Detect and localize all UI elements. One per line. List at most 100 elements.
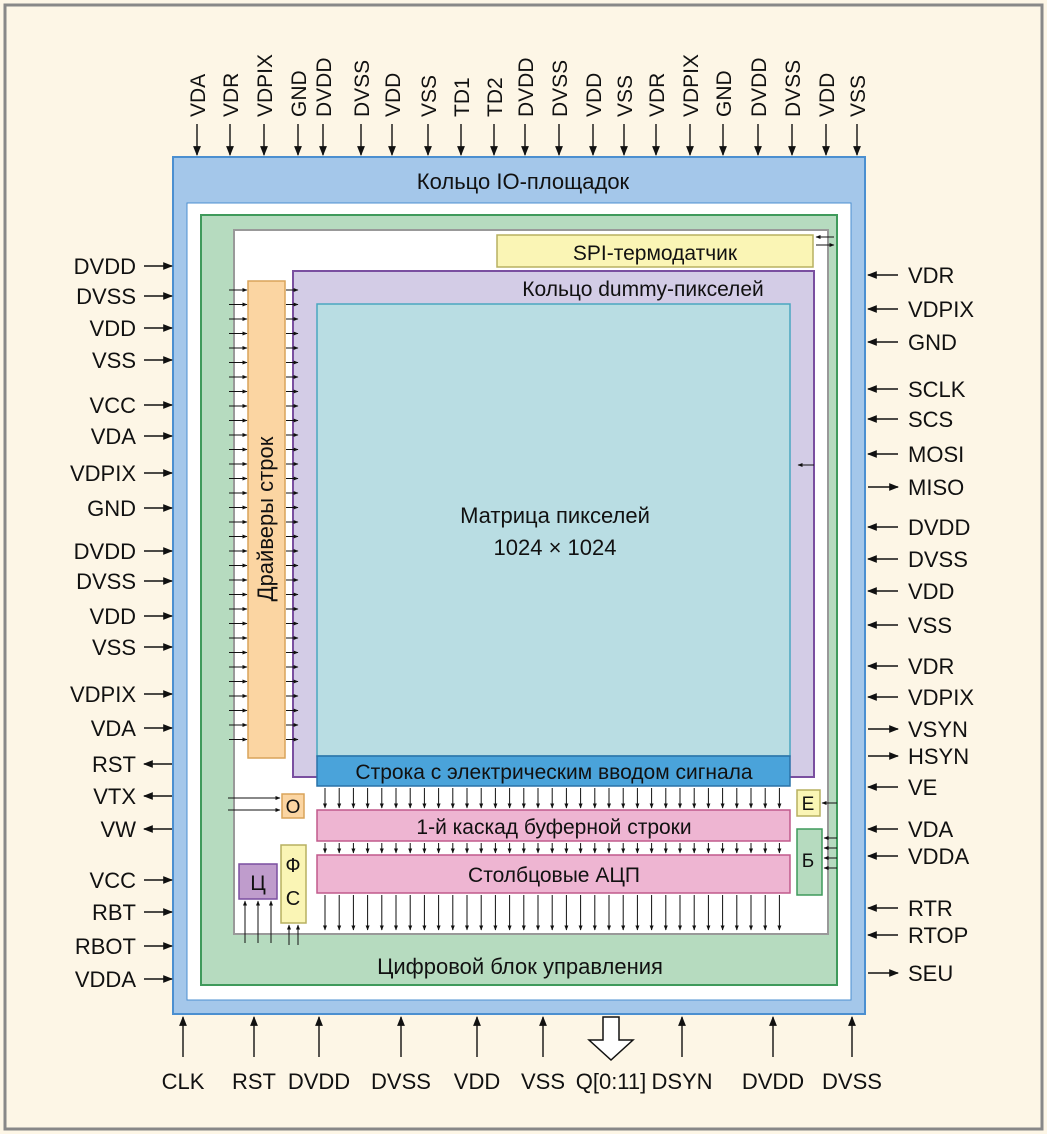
- top-pin-label-vdr: VDR: [220, 73, 243, 117]
- left-pin-label-vdd: VDD: [90, 316, 136, 341]
- row-driver-arrows: [229, 288, 299, 742]
- right-pin-label-vda: VDA: [908, 817, 954, 842]
- left-pin-label-vcc: VCC: [90, 868, 137, 893]
- bottom-pin-label-q-0-11: Q[0:11]: [576, 1069, 647, 1094]
- electrical-input-row: [316, 755, 791, 787]
- bottom-pin-label-rst: RST: [232, 1069, 276, 1094]
- right-pin-label-dvdd: DVDD: [908, 515, 970, 540]
- column-arrows-upper: [323, 788, 782, 809]
- right-pin-label-mosi: MOSI: [908, 442, 964, 467]
- right-pin-label-seu: SEU: [908, 961, 953, 986]
- b-block-label: Б: [802, 851, 814, 872]
- right-pin-label-sclk: SCLK: [908, 377, 966, 402]
- left-pin-label-vw: VW: [101, 817, 137, 842]
- bottom-pin-label-dvdd: DVDD: [742, 1069, 804, 1094]
- top-pin-label-vdd: VDD: [583, 73, 606, 117]
- bottom-pin-label-dvss: DVSS: [371, 1069, 431, 1094]
- column-adc-label: Столбцовые АЦП: [468, 864, 640, 887]
- left-pin-label-dvss: DVSS: [76, 284, 136, 309]
- spi-thermosensor-label: SPI-термодатчик: [573, 242, 738, 265]
- left-pins: DVDDDVSSVDDVSSVCCVDAVDPIXGNDDVDDDVSSVDDV…: [70, 254, 173, 992]
- fs-block-label-1: Ф: [285, 855, 300, 877]
- digital-control-label: Цифровой блок управления: [377, 954, 663, 979]
- top-pin-label-dvss: DVSS: [549, 60, 572, 117]
- bus-output-arrow: [587, 1016, 635, 1062]
- right-pin-label-dvss: DVSS: [908, 547, 968, 572]
- top-pin-label-dvdd: DVDD: [313, 57, 336, 117]
- right-pin-label-vdd: VDD: [908, 579, 954, 604]
- top-pin-label-vdpix: VDPIX: [254, 54, 277, 117]
- bottom-pin-label-dvdd: DVDD: [288, 1069, 350, 1094]
- left-pin-label-vdpix: VDPIX: [70, 682, 136, 707]
- buffer-row-stage1: [316, 809, 791, 842]
- right-pin-label-vdr: VDR: [908, 263, 954, 288]
- left-pin-label-rbot: RBOT: [75, 934, 136, 959]
- top-pin-label-dvss: DVSS: [782, 60, 805, 117]
- dummy-pixel-ring-label: Кольцо dummy-пикселей: [522, 278, 763, 301]
- left-pin-label-vcc: VCC: [90, 393, 137, 418]
- o-block-label: О: [286, 797, 301, 818]
- top-pin-label-vss: VSS: [614, 75, 637, 117]
- top-pin-label-vdd: VDD: [382, 73, 405, 117]
- left-pin-label-dvdd: DVDD: [74, 539, 136, 564]
- buffer-row-label: 1-й каскад буферной строки: [416, 816, 691, 839]
- left-pin-label-gnd: GND: [87, 496, 136, 521]
- left-pin-label-vdd: VDD: [90, 604, 136, 629]
- bottom-pin-label-vdd: VDD: [454, 1069, 500, 1094]
- top-pin-label-vdpix: VDPIX: [680, 54, 703, 117]
- right-pin-label-miso: MISO: [908, 475, 964, 500]
- bottom-pin-label-dvss: DVSS: [822, 1069, 882, 1094]
- top-pin-label-dvdd: DVDD: [748, 57, 771, 117]
- right-pin-label-scs: SCS: [908, 407, 953, 432]
- right-pin-label-vss: VSS: [908, 613, 952, 638]
- b-block: [796, 828, 823, 896]
- pixel-matrix-label: Матрица пикселей: [460, 503, 650, 528]
- right-pin-label-vdpix: VDPIX: [908, 297, 974, 322]
- io-ring-label: Кольцо IO-площадок: [417, 169, 630, 194]
- top-pin-label-vdd: VDD: [816, 73, 839, 117]
- pixel-matrix-size: 1024 × 1024: [494, 535, 617, 560]
- top-pin-label-vss: VSS: [847, 75, 870, 117]
- column-adc: [316, 854, 791, 894]
- left-pin-label-rbt: RBT: [92, 900, 136, 925]
- top-pin-label-dvdd: DVDD: [515, 57, 538, 117]
- ts-block: [238, 863, 278, 900]
- top-pin-label-dvss: DVSS: [351, 60, 374, 117]
- right-pin-label-rtop: RTOP: [908, 923, 968, 948]
- top-pin-label-gnd: GND: [288, 70, 311, 117]
- e-block-label: Е: [802, 794, 815, 815]
- right-pin-label-gnd: GND: [908, 330, 957, 355]
- bottom-pin-label-vss: VSS: [521, 1069, 565, 1094]
- left-pin-label-vda: VDA: [91, 716, 137, 741]
- row-drivers: [247, 280, 286, 759]
- right-pin-label-rtr: RTR: [908, 896, 953, 921]
- right-pin-label-vsyn: VSYN: [908, 717, 968, 742]
- fs-block-label-2: С: [286, 888, 300, 910]
- fs-block: [280, 844, 307, 924]
- right-pin-label-ve: VE: [908, 775, 937, 800]
- column-arrows-lower: [323, 895, 782, 931]
- top-pin-label-td2: TD2: [484, 77, 507, 117]
- top-pin-label-gnd: GND: [713, 70, 736, 117]
- left-pin-label-vda: VDA: [91, 424, 137, 449]
- ts-block-label: Ц: [250, 872, 266, 895]
- bottom-pin-label-clk: CLK: [162, 1069, 205, 1094]
- e-block: [796, 789, 821, 817]
- electrical-input-row-label: Строка с электрическим вводом сигнала: [355, 761, 753, 784]
- spi-thermosensor: [496, 234, 814, 268]
- left-pin-label-vss: VSS: [92, 348, 136, 373]
- o-block: [281, 793, 305, 819]
- right-pin-label-vdda: VDDA: [908, 844, 969, 869]
- column-arrows-middle: [323, 843, 782, 854]
- left-pin-label-dvdd: DVDD: [74, 254, 136, 279]
- right-pins: VDR VDPIX GND SCLK SCS MOSI MISO DVDD DVSS VDD VSS…: [867, 263, 974, 986]
- top-pin-label-vdr: VDR: [646, 73, 669, 117]
- bottom-pin-label-dsyn: DSYN: [651, 1069, 712, 1094]
- bottom-pins: CLK RST DVDD DVSS VDD VSS Q[0:11]DSYN DVDD DVSS: [162, 1016, 882, 1094]
- pixel-matrix: [316, 303, 791, 757]
- top-pin-label-td1: TD1: [451, 77, 474, 117]
- left-pin-label-vtx: VTX: [93, 784, 136, 809]
- right-pin-label-vdr: VDR: [908, 654, 954, 679]
